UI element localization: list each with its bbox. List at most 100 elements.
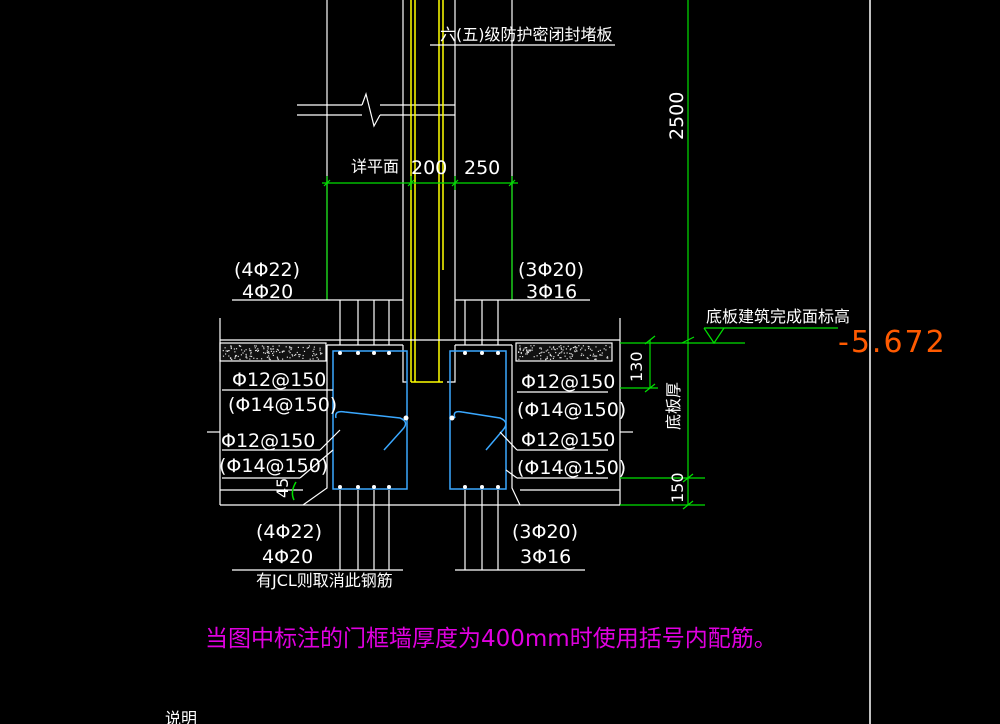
speckle-dot [545,359,547,361]
speckle-dot [552,357,554,360]
dim-200-label: 200 [411,157,447,179]
speckle-dot [556,348,558,350]
speckle-dot [519,349,521,351]
speckle-dot [606,357,608,359]
speckle-dot [526,353,528,355]
speckle-dot [268,355,270,357]
speckle-dot [599,354,601,356]
speckle-dot [599,354,602,356]
speckle-dot [591,349,593,351]
speckle-dot [314,354,316,356]
speckle-dot [519,345,521,347]
speckle-dot [531,347,533,349]
speckle-dot [538,352,541,355]
stirrup-leaders [222,389,608,479]
speckle-dot [315,353,318,355]
slab-thickness-label: 底板厚 [664,382,683,430]
speckle-dot [242,352,244,354]
speckle-dot [601,352,603,354]
speckle-dot [276,356,278,358]
speckle-dot [570,353,572,355]
speckle-dot [586,357,588,359]
speckle-dot [569,356,571,358]
speckle-dot [533,345,535,347]
angle-45-label: 45 [273,478,292,498]
speckle-dot [592,353,595,355]
speckle-dot [540,358,542,360]
speckle-dot [266,351,268,354]
speckle-dot [564,355,566,357]
speckle-dot [246,357,248,359]
speckle-dot [270,350,272,352]
slab-elevation-label: 底板建筑完成面标高 [706,307,850,326]
speckle-dot [522,356,524,358]
speckle-dot [249,350,251,352]
speckle-dot [281,351,284,353]
speckle-dot [291,354,293,356]
speckle-dot [595,346,597,348]
speckle-dot [237,355,239,357]
speckle-dot [576,347,578,349]
speckle-dot [554,349,556,351]
dim-250-label: 250 [464,157,500,179]
speckle-dot [271,348,273,350]
speckle-dot [524,347,526,349]
speckle-dot [277,357,279,359]
speckle-dot [234,357,236,359]
speckle-dot [518,351,520,353]
speckle-dot [316,357,318,359]
speckle-dot [560,348,562,350]
speckle-dot [233,348,235,350]
speckle-dot [567,345,569,347]
speckle-dot [549,354,551,357]
left-stirrup-2-alt: (Φ14@150) [219,455,328,477]
left-stirrup-1: Φ12@150 [232,369,326,391]
left-top-rebar: 4Φ20 [242,281,293,303]
right-bottom-rebar-alt: (3Φ20) [512,521,578,543]
speckle-dot [312,355,314,357]
speckle-dot [312,358,314,360]
speckle-dot [297,346,299,348]
speckle-dot [227,350,229,352]
speckle-dot [523,348,525,350]
speckle-dot [541,351,543,353]
speckle-dot [272,348,275,350]
speckle-dot [551,348,553,350]
speckle-dot [529,349,531,351]
speckle-dot [578,345,580,347]
rebar-dots [338,351,500,489]
slab-speckle [222,345,611,361]
speckle-dot [559,357,561,359]
speckle-dot [278,345,280,347]
speckle-dot [540,348,542,350]
speckle-dot [525,347,527,349]
speckle-dot [256,349,258,351]
speckle-dot [603,348,605,350]
plan-dim-line [322,176,518,300]
speckle-dot [539,347,541,349]
speckle-dot [587,345,589,348]
speckle-dot [250,353,252,355]
elevation-marker [620,327,838,345]
speckle-dot [269,358,271,361]
speckle-dot [588,346,590,348]
speckle-dot [319,349,321,351]
sealing-board-title: 六(五)级防护密闭封堵板 [440,25,613,44]
speckle-dot [545,358,547,360]
speckle-dot [302,357,304,359]
speckle-dot [243,350,246,352]
speckle-dot [553,348,555,350]
speckle-dot [549,358,552,360]
speckle-dot [581,353,583,355]
speckle-dot [520,352,522,354]
speckle-dot [268,357,270,359]
speckle-dot [571,355,573,357]
speckle-dot [267,346,270,348]
speckle-dot [294,354,296,356]
speckle-dot [560,357,562,359]
speckle-dot [230,347,232,350]
speckle-dot [289,347,291,349]
speckle-dot [296,351,298,354]
speckle-dot [288,350,290,352]
